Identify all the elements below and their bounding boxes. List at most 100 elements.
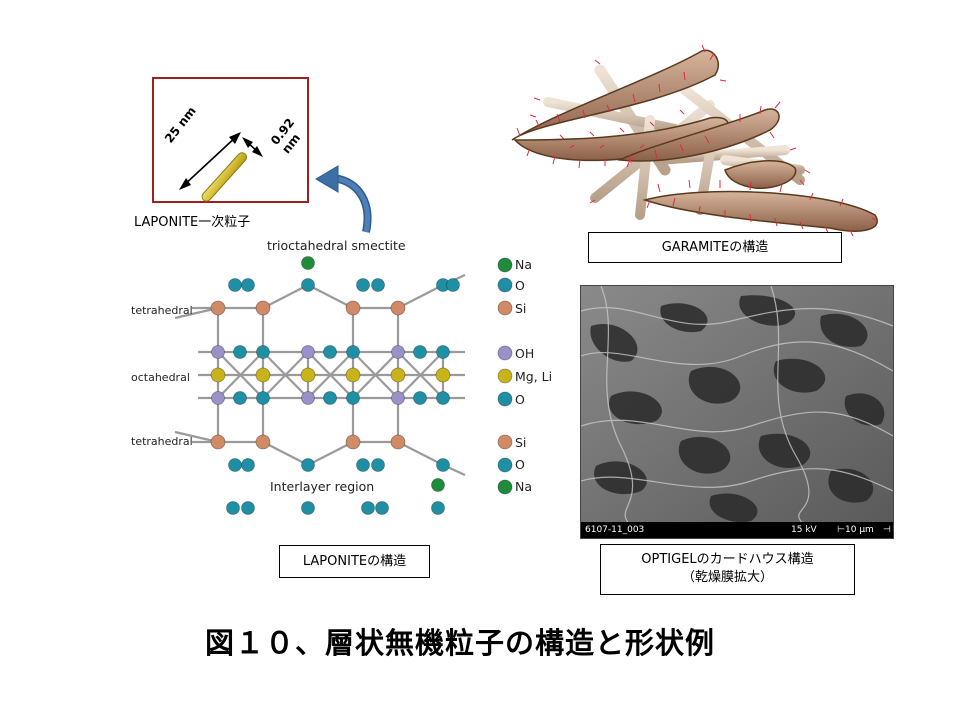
lattice-bond	[307, 284, 354, 309]
sem-scale-bar-end-icon: ⊣	[883, 525, 891, 535]
atom-o	[446, 278, 460, 292]
atom-na	[431, 478, 445, 492]
legend-o-1: O	[515, 278, 525, 293]
legend-si-1: Si	[515, 301, 527, 316]
lattice-bond	[397, 284, 444, 309]
atom-oh	[211, 391, 225, 405]
sem-image: 6107-11_003 15 kV ⊢ 10 µm ⊣	[580, 285, 894, 539]
sem-voltage: 15 kV	[791, 525, 817, 535]
atom-o	[375, 501, 389, 515]
lattice-bond	[307, 441, 354, 466]
sem-texture	[581, 286, 893, 526]
atom-o	[371, 458, 385, 472]
primary-particle-diagram	[179, 132, 263, 202]
atom-o	[233, 391, 247, 405]
atom-o	[436, 458, 450, 472]
lattice-bond	[262, 441, 309, 466]
legend-o-dot	[497, 391, 513, 407]
atom-o	[256, 391, 270, 405]
atom-o	[241, 458, 255, 472]
sem-sample-id: 6107-11_003	[585, 525, 645, 535]
atom-oh	[211, 345, 225, 359]
optigel-caption-line2: （乾燥膜拡大）	[681, 570, 773, 585]
atom-si	[255, 434, 271, 450]
lattice-bond	[397, 441, 444, 466]
layer-label-top: tetrahedral	[131, 304, 193, 317]
sem-info-bar: 6107-11_003 15 kV ⊢ 10 µm ⊣	[581, 522, 893, 538]
legend-na-dot	[497, 257, 513, 273]
atom-o	[346, 391, 360, 405]
atom-o	[436, 345, 450, 359]
atom-mg-li	[210, 367, 226, 383]
atom-si	[210, 434, 226, 450]
legend-mg-li-dot	[497, 368, 513, 384]
legend-o-dot	[497, 277, 513, 293]
atom-si	[345, 300, 361, 316]
garamite-platelets	[511, 49, 878, 232]
atom-o	[241, 501, 255, 515]
lattice-bond	[174, 306, 219, 320]
atom-oh	[391, 345, 405, 359]
atom-si	[390, 434, 406, 450]
atom-o	[356, 278, 370, 292]
lattice-header: trioctahedral smectite	[267, 238, 406, 253]
atom-o	[346, 345, 360, 359]
legend-o-3: O	[515, 457, 525, 472]
interlayer-label: Interlayer region	[270, 479, 375, 494]
sem-scale-bar-icon: ⊢	[837, 525, 845, 535]
atom-o	[228, 458, 242, 472]
atom-na	[301, 256, 315, 270]
atom-mg-li	[300, 367, 316, 383]
primary-particle-caption: LAPONITE一次粒子	[134, 215, 251, 230]
atom-o	[361, 501, 375, 515]
atom-mg-li	[390, 367, 406, 383]
optigel-caption-line1: OPTIGELのカードハウス構造	[641, 552, 814, 567]
atom-o	[431, 501, 445, 515]
atom-mg-li	[345, 367, 361, 383]
atom-o	[256, 345, 270, 359]
layer-label-middle: octahedral	[131, 371, 190, 384]
legend-na-2: Na	[515, 479, 533, 494]
atom-o	[233, 345, 247, 359]
atom-oh	[391, 391, 405, 405]
lattice-bond	[262, 284, 309, 309]
atom-si	[390, 300, 406, 316]
atom-si	[210, 300, 226, 316]
atom-o	[228, 278, 242, 292]
lattice-bond	[174, 430, 219, 444]
legend-o-dot	[497, 457, 513, 473]
atom-o	[356, 458, 370, 472]
garamite-hairs	[516, 44, 879, 237]
legend-si-dot	[497, 300, 513, 316]
laponite-disk	[201, 152, 248, 202]
atom-mg-li	[435, 367, 451, 383]
atom-o	[413, 391, 427, 405]
sem-scale: 10 µm	[845, 525, 874, 535]
atom-o	[301, 501, 315, 515]
legend-na-dot	[497, 479, 513, 495]
optigel-caption: OPTIGELのカードハウス構造 （乾燥膜拡大）	[600, 544, 855, 595]
garamite-caption: GARAMITEの構造	[588, 232, 842, 263]
atom-o	[371, 278, 385, 292]
layer-label-bottom: tetrahedral	[131, 435, 193, 448]
laponite-lattice-diagram	[174, 256, 513, 515]
atom-o	[436, 391, 450, 405]
primary-particle-frame: 25 nm 0.92 nm	[152, 77, 309, 203]
laponite-structure-caption: LAPONITEの構造	[279, 545, 430, 578]
atom-o	[301, 278, 315, 292]
atom-oh	[301, 345, 315, 359]
figure-title: 図１０、層状無機粒子の構造と形状例	[205, 626, 716, 660]
legend-na-1: Na	[515, 257, 533, 272]
atom-si	[255, 300, 271, 316]
atom-si	[345, 434, 361, 450]
atom-o	[226, 501, 240, 515]
atom-mg-li	[255, 367, 271, 383]
curved-arrow-icon	[315, 165, 372, 233]
legend-o-2: O	[515, 392, 525, 407]
atom-o	[301, 458, 315, 472]
legend-oh: OH	[515, 346, 535, 361]
atom-o	[413, 345, 427, 359]
legend-si-2: Si	[515, 435, 527, 450]
atom-oh	[301, 391, 315, 405]
legend-mg-li: Mg, Li	[515, 369, 553, 384]
